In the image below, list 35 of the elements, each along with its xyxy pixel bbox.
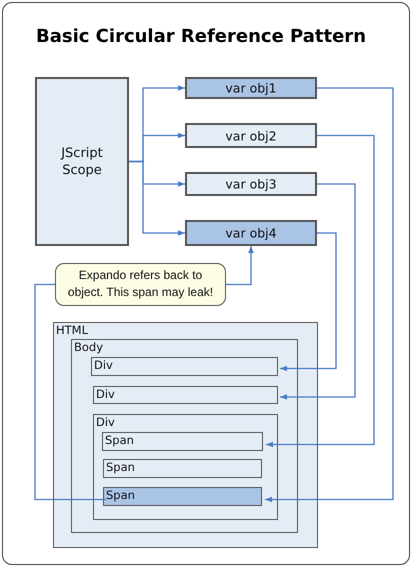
node-label: Span <box>105 433 134 447</box>
node-label: Div <box>94 358 113 372</box>
node-label: JScript Scope <box>60 145 104 179</box>
callout-text: Expando refers back to object. This span may leak! <box>66 267 214 301</box>
arrow <box>280 183 356 400</box>
variable-box <box>185 220 317 246</box>
container-box <box>93 414 278 520</box>
arrow <box>266 134 375 448</box>
node-label: var obj1 <box>224 80 278 96</box>
callout-note <box>55 263 226 306</box>
element-box <box>91 357 278 376</box>
container-box <box>53 322 318 548</box>
arrow <box>226 246 254 286</box>
node-label: Span <box>106 488 135 502</box>
variable-box <box>185 172 317 196</box>
node-label: Div <box>96 387 115 401</box>
element-box <box>103 487 262 506</box>
node-label: var obj2 <box>224 128 278 143</box>
node-label: var obj4 <box>224 226 278 240</box>
arrow <box>280 232 337 372</box>
node-label: var obj3 <box>224 176 278 192</box>
node-label: HTML <box>56 323 88 337</box>
variable-box <box>185 77 317 99</box>
node-label: Body <box>74 340 104 354</box>
diagram-title: Basic Circular Reference Pattern <box>36 26 366 47</box>
element-box <box>102 432 263 451</box>
variable-box <box>185 123 317 148</box>
element-box <box>93 386 278 404</box>
container-box <box>71 339 298 533</box>
arrow <box>265 87 394 502</box>
node-label: Span <box>106 460 135 474</box>
node-label: Div <box>96 415 115 429</box>
element-box <box>103 459 262 478</box>
scope-box <box>35 77 129 246</box>
arrow <box>129 160 185 236</box>
